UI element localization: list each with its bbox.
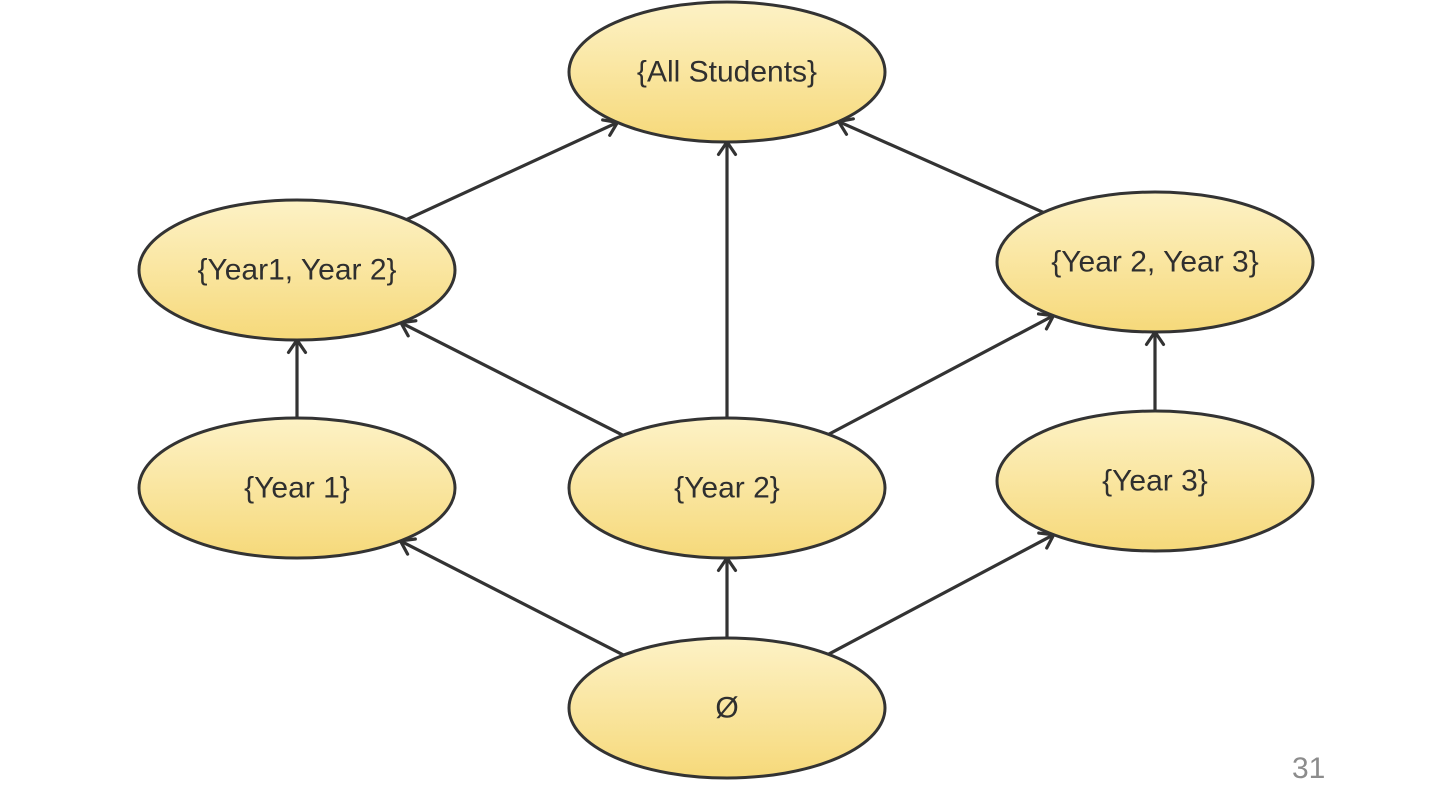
edge-empty-to-y1	[398, 537, 625, 657]
node-all: {All Students}	[567, 0, 887, 144]
edge-y1-to-y12	[286, 338, 308, 418]
node-label: {Year 3}	[1102, 465, 1208, 498]
edge-empty-to-y2	[716, 556, 738, 638]
node-y3: {Year 3}	[995, 409, 1315, 553]
edge-line	[399, 539, 625, 657]
edge-line	[400, 321, 624, 437]
page-number: 31	[1292, 752, 1326, 785]
nodes-layer: {All Students} {Year1, Year 2} {Year 2, Ye…	[137, 0, 1315, 780]
node-label: {Year 2}	[674, 472, 780, 505]
node-ellipse	[137, 416, 457, 560]
edge-y23-to-all	[837, 117, 1045, 214]
node-ellipse	[567, 0, 887, 144]
node-ellipse	[567, 416, 887, 560]
edge-line	[837, 120, 1045, 214]
edges-layer	[286, 117, 1166, 657]
node-y1: {Year 1}	[137, 416, 457, 560]
node-y12: {Year1, Year 2}	[137, 198, 457, 342]
node-ellipse	[995, 190, 1315, 334]
node-label: {All Students}	[637, 56, 817, 89]
node-label: {Year 1}	[244, 472, 350, 505]
edge-line	[405, 120, 619, 222]
node-ellipse	[567, 636, 887, 780]
node-y2: {Year 2}	[567, 416, 887, 560]
edge-y2-to-y12	[399, 319, 624, 437]
edge-y2-to-y23	[827, 312, 1056, 436]
node-label: {Year1, Year 2}	[197, 254, 396, 287]
node-ellipse	[995, 409, 1315, 553]
node-empty: Ø	[567, 636, 887, 780]
edge-y2-to-all	[716, 140, 738, 418]
edge-y3-to-y23	[1144, 330, 1166, 411]
edge-empty-to-y3	[827, 531, 1056, 656]
edge-y12-to-all	[405, 118, 620, 222]
edge-line	[827, 314, 1055, 436]
node-ellipse	[137, 198, 457, 342]
edge-line	[827, 533, 1055, 656]
node-label: {Year 2, Year 3}	[1051, 246, 1258, 279]
node-label: Ø	[715, 692, 738, 725]
node-y23: {Year 2, Year 3}	[995, 190, 1315, 334]
